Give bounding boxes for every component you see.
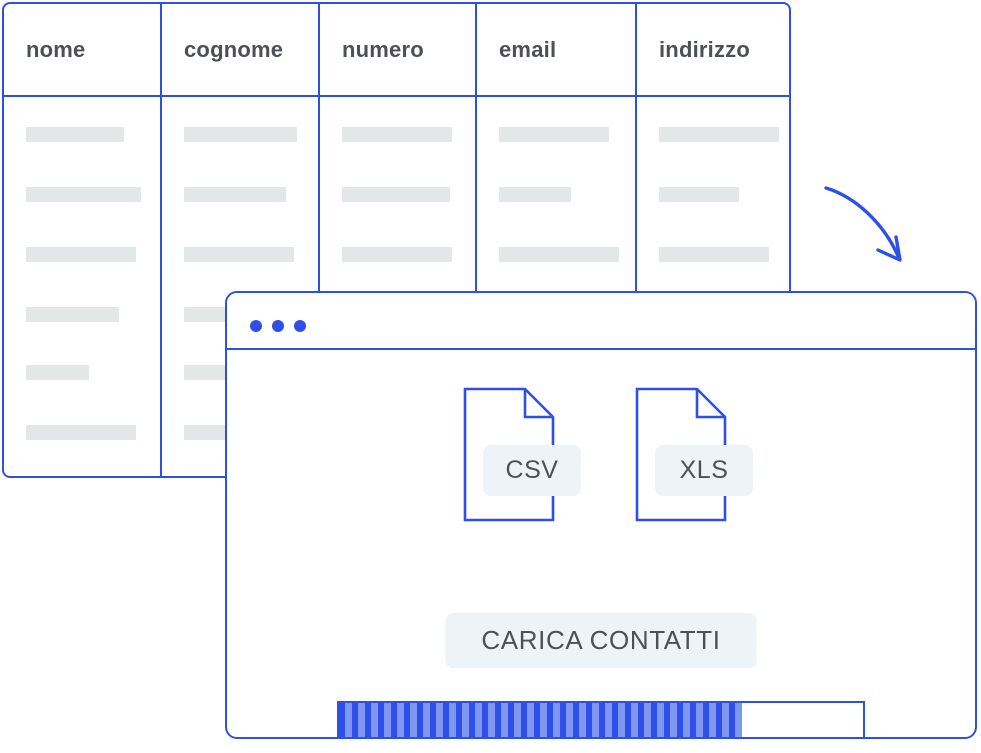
column-header-label: email	[499, 36, 557, 62]
file-type-label: CSV	[483, 445, 581, 496]
placeholder-bar	[26, 187, 141, 202]
window-dot-icon-1[interactable]	[250, 320, 262, 332]
window-dot-icon-3[interactable]	[294, 320, 306, 332]
file-type-options: CSV XLS	[227, 387, 975, 522]
window-dot-icon-2[interactable]	[272, 320, 284, 332]
table-header-cell-nome: nome	[4, 4, 162, 95]
table-body	[4, 97, 789, 476]
column-header-label: nome	[26, 36, 86, 62]
upload-progress-fill	[339, 703, 743, 737]
window-titlebar	[227, 293, 975, 350]
window-content: CSV XLS CARICA CONTATTI	[227, 350, 975, 737]
placeholder-bar	[184, 247, 294, 262]
placeholder-bar	[184, 187, 286, 202]
placeholder-bar	[659, 127, 779, 142]
upload-window: CSV XLS CARICA CONTATTI	[225, 291, 977, 739]
table-header-cell-numero: numero	[320, 4, 477, 95]
table-column-email	[477, 97, 637, 476]
placeholder-stack	[320, 97, 475, 476]
carica-contatti-button[interactable]: CARICA CONTATTI	[445, 613, 757, 668]
placeholder-bar	[342, 247, 452, 262]
placeholder-bar	[26, 127, 124, 142]
table-header-row: nome cognome numero email indirizzo	[4, 4, 789, 97]
file-type-label: XLS	[655, 445, 753, 496]
placeholder-bar	[26, 365, 89, 380]
placeholder-stack	[4, 97, 160, 476]
placeholder-bar	[659, 247, 769, 262]
file-type-csv[interactable]: CSV	[445, 387, 585, 522]
placeholder-bar	[499, 127, 609, 142]
placeholder-bar	[499, 247, 619, 262]
placeholder-stack	[637, 97, 789, 476]
table-header-cell-cognome: cognome	[162, 4, 320, 95]
column-header-label: numero	[342, 36, 424, 62]
window-control-dots	[250, 320, 306, 332]
table-column-nome	[4, 97, 162, 476]
placeholder-bar	[342, 187, 450, 202]
file-type-xls[interactable]: XLS	[617, 387, 757, 522]
placeholder-bar	[26, 307, 119, 322]
placeholder-stack	[477, 97, 635, 476]
placeholder-bar	[499, 187, 571, 202]
placeholder-bar	[26, 425, 136, 440]
placeholder-bar	[342, 127, 452, 142]
table-column-indirizzo	[637, 97, 789, 476]
placeholder-bar	[26, 247, 136, 262]
placeholder-bar	[659, 187, 739, 202]
table-header-cell-email: email	[477, 4, 637, 95]
upload-progress-bar	[337, 701, 865, 737]
table-column-numero	[320, 97, 477, 476]
column-header-label: indirizzo	[659, 36, 751, 62]
column-header-label: cognome	[184, 36, 284, 62]
placeholder-bar	[184, 127, 297, 142]
table-header-cell-indirizzo: indirizzo	[637, 4, 789, 95]
curved-arrow-icon	[812, 170, 922, 280]
